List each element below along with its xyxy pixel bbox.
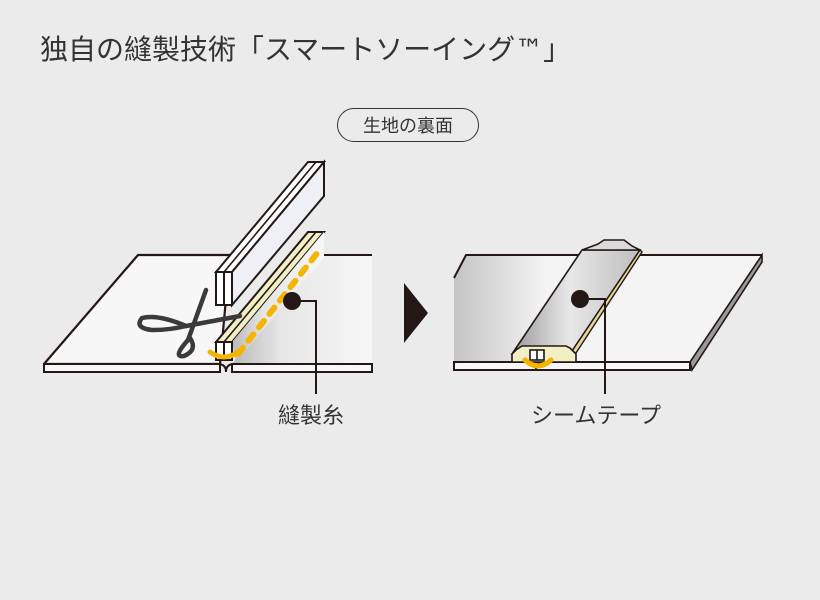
- stitch-thread-loop: [207, 349, 241, 360]
- taped-stitch-thread: [522, 357, 554, 369]
- seam-allowance-front: [213, 231, 327, 362]
- stitch-thread-dashed: [235, 249, 321, 357]
- next-step-arrow-icon: [404, 283, 428, 343]
- thread-label: 縫製糸: [278, 404, 345, 429]
- seam-allowance-back: [213, 159, 327, 308]
- tape-label: シームテープ: [531, 404, 662, 429]
- thread-callout-line: [292, 300, 317, 394]
- right-fabric-panel: [232, 255, 372, 364]
- page-title: 独自の縫製技術「スマートソーイング™」: [40, 33, 572, 66]
- fabric-backside-badge: 生地の裏面: [337, 108, 479, 142]
- left-fabric-panel: [42, 253, 232, 366]
- scissors-icon: [137, 287, 243, 359]
- step-cut-and-sew: [42, 159, 373, 394]
- left-fabric-edge: [43, 363, 221, 373]
- step-taped-seam: [453, 239, 763, 394]
- tape-callout-line: [580, 298, 606, 394]
- badge-label: 生地の裏面: [363, 116, 453, 137]
